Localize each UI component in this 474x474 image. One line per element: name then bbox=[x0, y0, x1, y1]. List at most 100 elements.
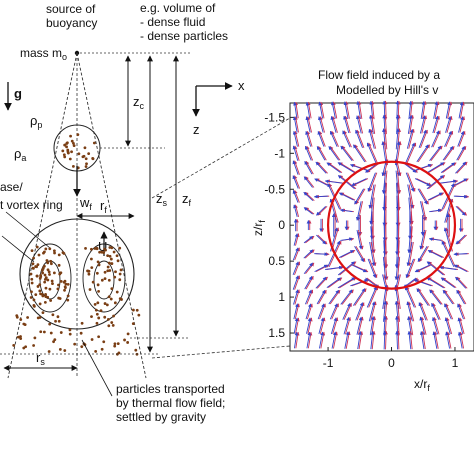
velocity-arrow bbox=[313, 194, 328, 199]
velocity-arrow bbox=[445, 303, 454, 320]
particle-dot bbox=[44, 276, 48, 279]
velocity-arrow bbox=[457, 331, 463, 349]
hills-vortex-boundary bbox=[326, 160, 457, 290]
particle-dot bbox=[56, 287, 60, 291]
velocity-arrow bbox=[318, 317, 325, 334]
particle-dot bbox=[47, 350, 51, 353]
velocity-arrow bbox=[317, 130, 325, 147]
particle-dot bbox=[32, 344, 36, 347]
coord-z-label: z bbox=[193, 122, 200, 137]
particle-dot bbox=[112, 250, 116, 254]
particle-dot bbox=[107, 324, 111, 328]
velocity-arrow bbox=[305, 262, 315, 275]
particle-dot bbox=[113, 275, 117, 279]
velocity-arrow bbox=[340, 289, 353, 305]
particle-dot bbox=[30, 277, 34, 281]
velocity-arrow bbox=[405, 258, 414, 279]
velocity-arrow bbox=[444, 317, 451, 335]
zs-label: zs bbox=[156, 191, 168, 208]
particle-dot bbox=[63, 143, 67, 147]
plot-title-line2: Modelled by Hill's v bbox=[336, 83, 438, 97]
velocity-arrow bbox=[305, 303, 312, 320]
velocity-arrow bbox=[314, 264, 328, 273]
velocity-arrow bbox=[330, 116, 337, 133]
particle-dot bbox=[76, 133, 80, 137]
velocity-arrow bbox=[306, 289, 314, 305]
particle-dot bbox=[57, 283, 60, 287]
particle-dot bbox=[135, 308, 139, 312]
flow-field-plot: Flow field induced by a Modelled by Hill… bbox=[251, 68, 474, 393]
velocity-arrow bbox=[369, 197, 374, 225]
particle-dot bbox=[84, 246, 87, 250]
velocity-arrow bbox=[343, 317, 350, 335]
particle-dot bbox=[57, 253, 61, 257]
particle-dot bbox=[47, 270, 51, 274]
particle-dot bbox=[105, 303, 109, 307]
velocity-arrow bbox=[406, 242, 413, 267]
velocity-arrow bbox=[331, 303, 339, 320]
particle-dot bbox=[68, 332, 72, 336]
velocity-arrow bbox=[397, 170, 402, 194]
particle-dot bbox=[87, 152, 91, 155]
particle-dot bbox=[30, 290, 33, 294]
coord-x-label: x bbox=[238, 78, 245, 93]
particles-note-line3: settled by gravity bbox=[116, 410, 206, 424]
velocity-arrow bbox=[371, 226, 376, 254]
particle-dot bbox=[94, 308, 98, 312]
particle-dot bbox=[64, 286, 67, 290]
velocity-arrow bbox=[356, 229, 363, 250]
velocity-arrow bbox=[316, 161, 328, 174]
velocity-arrow bbox=[354, 288, 367, 306]
velocity-arrow bbox=[314, 252, 329, 256]
velocity-arrow bbox=[416, 264, 432, 273]
velocity-vectors bbox=[292, 100, 470, 350]
particle-dot bbox=[115, 290, 119, 294]
particle-dot bbox=[65, 145, 68, 149]
particle-dot bbox=[49, 259, 53, 263]
particle-dot bbox=[114, 270, 117, 274]
velocity-arrow bbox=[293, 101, 298, 119]
particle-dot bbox=[49, 299, 53, 302]
velocity-arrow bbox=[368, 128, 375, 149]
particle-dot bbox=[32, 298, 36, 302]
velocity-arrow bbox=[408, 184, 415, 209]
particle-dot bbox=[96, 283, 100, 287]
velocity-arrow bbox=[433, 101, 439, 119]
particle-dot bbox=[90, 266, 94, 270]
particle-dot bbox=[44, 286, 48, 290]
particle-dot bbox=[50, 279, 54, 283]
velocity-arrow bbox=[457, 234, 467, 245]
velocity-arrow bbox=[324, 179, 343, 184]
particle-dot bbox=[126, 341, 130, 344]
velocity-arrow bbox=[384, 240, 389, 269]
velocity-arrow bbox=[328, 146, 339, 161]
rf-label: rf bbox=[100, 198, 107, 215]
velocity-arrow bbox=[303, 207, 313, 215]
velocity-arrow bbox=[303, 191, 314, 201]
velocity-arrow bbox=[404, 286, 415, 308]
u-label: U bbox=[98, 239, 107, 254]
particle-dot bbox=[39, 274, 43, 277]
velocity-arrow bbox=[426, 162, 445, 174]
velocity-arrow bbox=[429, 208, 442, 213]
velocity-arrow bbox=[444, 146, 455, 161]
wf-label: wf bbox=[79, 195, 92, 212]
particle-dot bbox=[63, 279, 67, 283]
velocity-arrow bbox=[304, 289, 312, 305]
velocity-arrow bbox=[407, 242, 414, 267]
particle-dot bbox=[70, 150, 73, 154]
velocity-arrow bbox=[342, 130, 351, 148]
source-label-line2: buoyancy bbox=[46, 16, 97, 30]
velocity-arrow bbox=[326, 162, 341, 173]
velocity-arrow bbox=[292, 130, 298, 147]
particle-dot bbox=[69, 134, 72, 138]
velocity-arrow bbox=[453, 194, 468, 199]
particle-dot bbox=[117, 351, 121, 355]
velocity-arrow bbox=[416, 178, 432, 186]
velocity-arrow bbox=[354, 246, 365, 262]
velocity-arrow bbox=[442, 146, 454, 161]
particle-dot bbox=[107, 278, 111, 282]
particle-dot bbox=[80, 345, 84, 349]
velocity-arrow bbox=[331, 331, 337, 349]
